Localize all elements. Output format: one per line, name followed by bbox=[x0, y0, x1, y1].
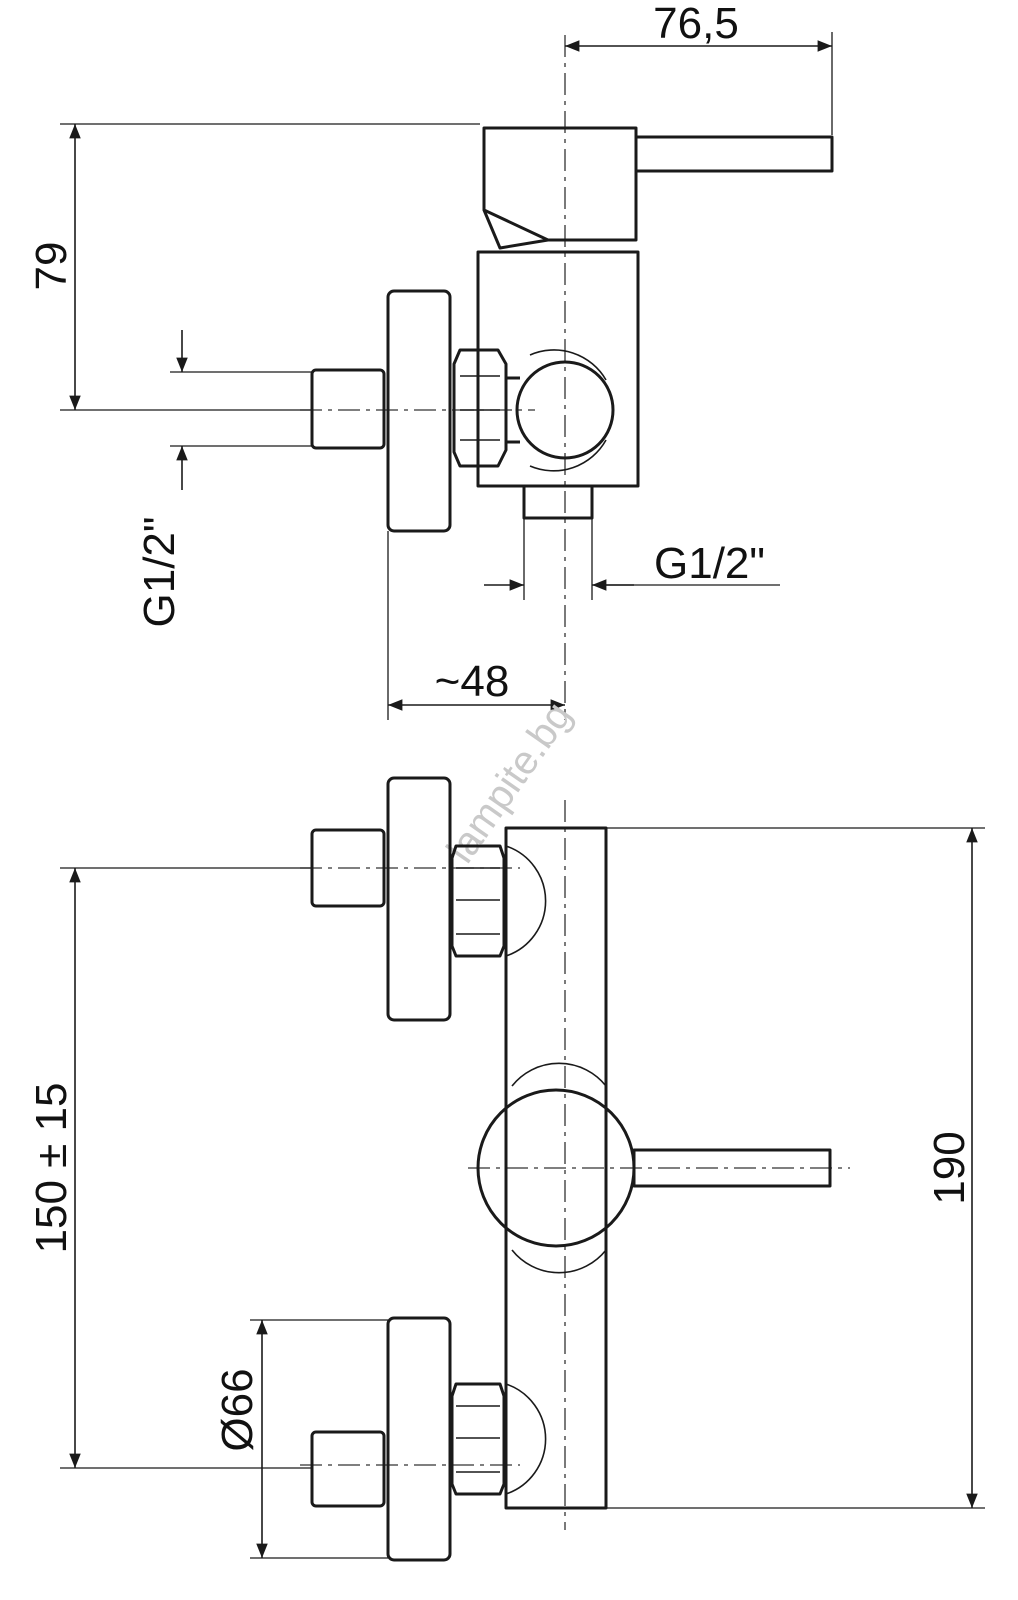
dim-diameter: Ø66 bbox=[213, 1368, 262, 1451]
front-view: 150 ± 15 190 Ø66 bbox=[27, 776, 985, 1562]
side-view: 76,5 79 G1/2" G1/2" ~48 bbox=[27, 0, 834, 720]
dim-inlet-thread: G1/2" bbox=[135, 516, 184, 627]
dim-top-width: 76,5 bbox=[653, 0, 739, 48]
dim-outlet-thread: G1/2" bbox=[654, 539, 765, 588]
dim-depth: ~48 bbox=[435, 657, 510, 706]
dim-centers: 150 ± 15 bbox=[27, 1083, 76, 1254]
watermark: lampite.bg bbox=[438, 694, 580, 870]
dim-total-height: 190 bbox=[925, 1131, 974, 1204]
dim-top-height: 79 bbox=[27, 242, 76, 291]
